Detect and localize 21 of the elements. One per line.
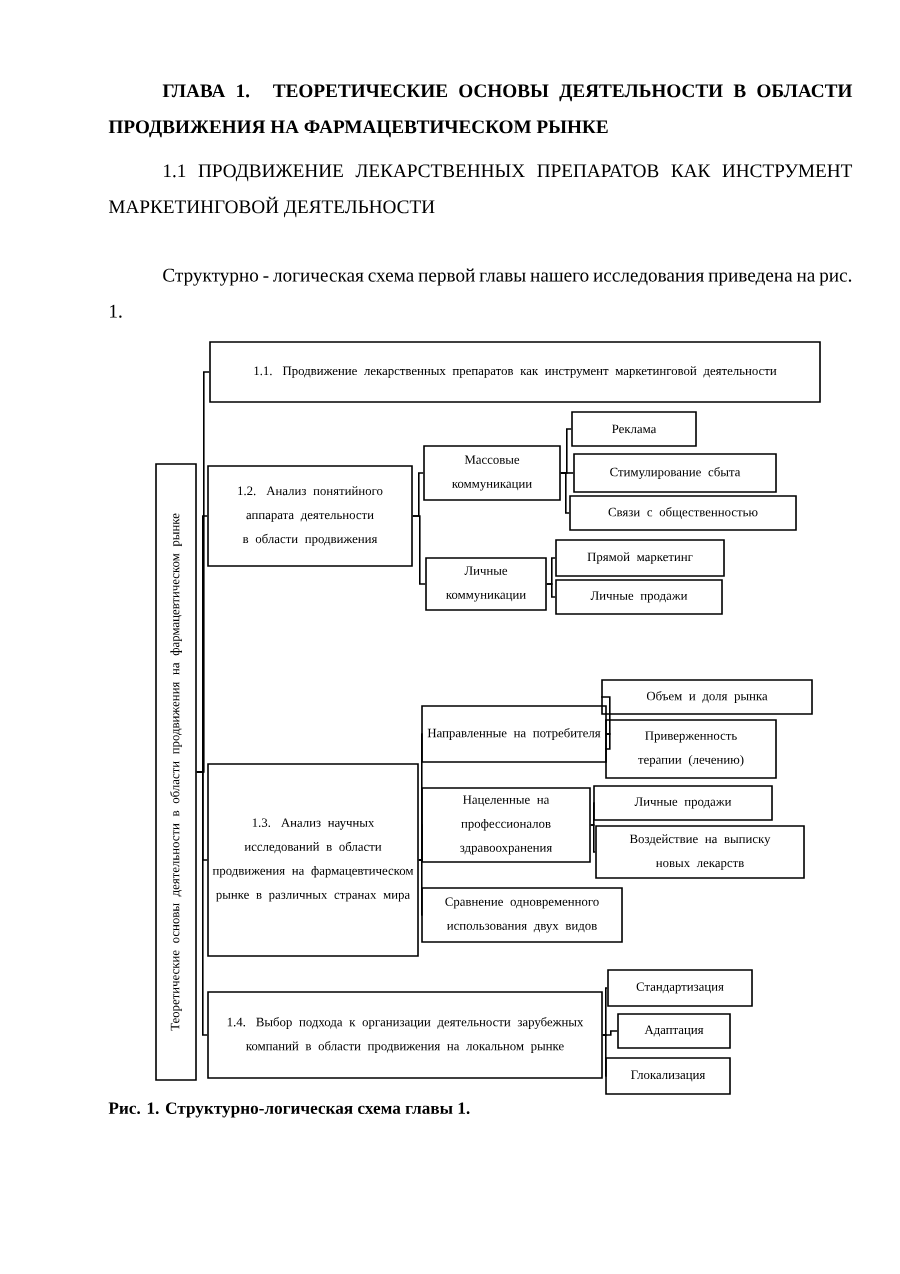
connector-line: [602, 987, 608, 1036]
caption: Рис. 1. Структурно-логическая схема главы 1.: [108, 1102, 470, 1118]
connector-line: [418, 824, 423, 861]
connector-line: [590, 824, 596, 853]
connector-line: [590, 802, 595, 826]
subheading: 1.1 ПРОДВИЖЕНИЕ ЛЕКАРСТВЕННЫХ ПРЕПАРАТОВ КАК ИНСТРУМЕНТ МАРКЕТИНГОВОЙ ДЕЯТЕЛЬНОСТИ: [108, 164, 853, 218]
connector-line: [196, 771, 208, 1036]
heading: ГЛАВА 1. ТЕОРЕТИЧЕСКИЕ ОСНОВЫ ДЕЯТЕЛЬНОСТИ В ОБЛАСТИ ПРОДВИЖЕНИЯ НА ФАРМАЦЕВТИЧЕСКОМ РЫНКЕ: [108, 84, 853, 138]
connector-line: [602, 1030, 618, 1036]
connector-line: [600, 696, 611, 735]
paragraph: Структурно - логическая схема первой главы нашего исследования приведена на рис. 1.: [110, 268, 852, 318]
connector-line: [418, 859, 423, 916]
connector-line: [196, 515, 208, 773]
connector-line: [412, 472, 424, 517]
connector-line: [604, 733, 611, 750]
connector-line: [546, 583, 556, 598]
connector-line: [602, 1034, 607, 1077]
connector-line: [560, 472, 570, 514]
connector-line: [546, 557, 556, 585]
connector-line: [560, 428, 572, 474]
connector-line: [412, 515, 426, 585]
